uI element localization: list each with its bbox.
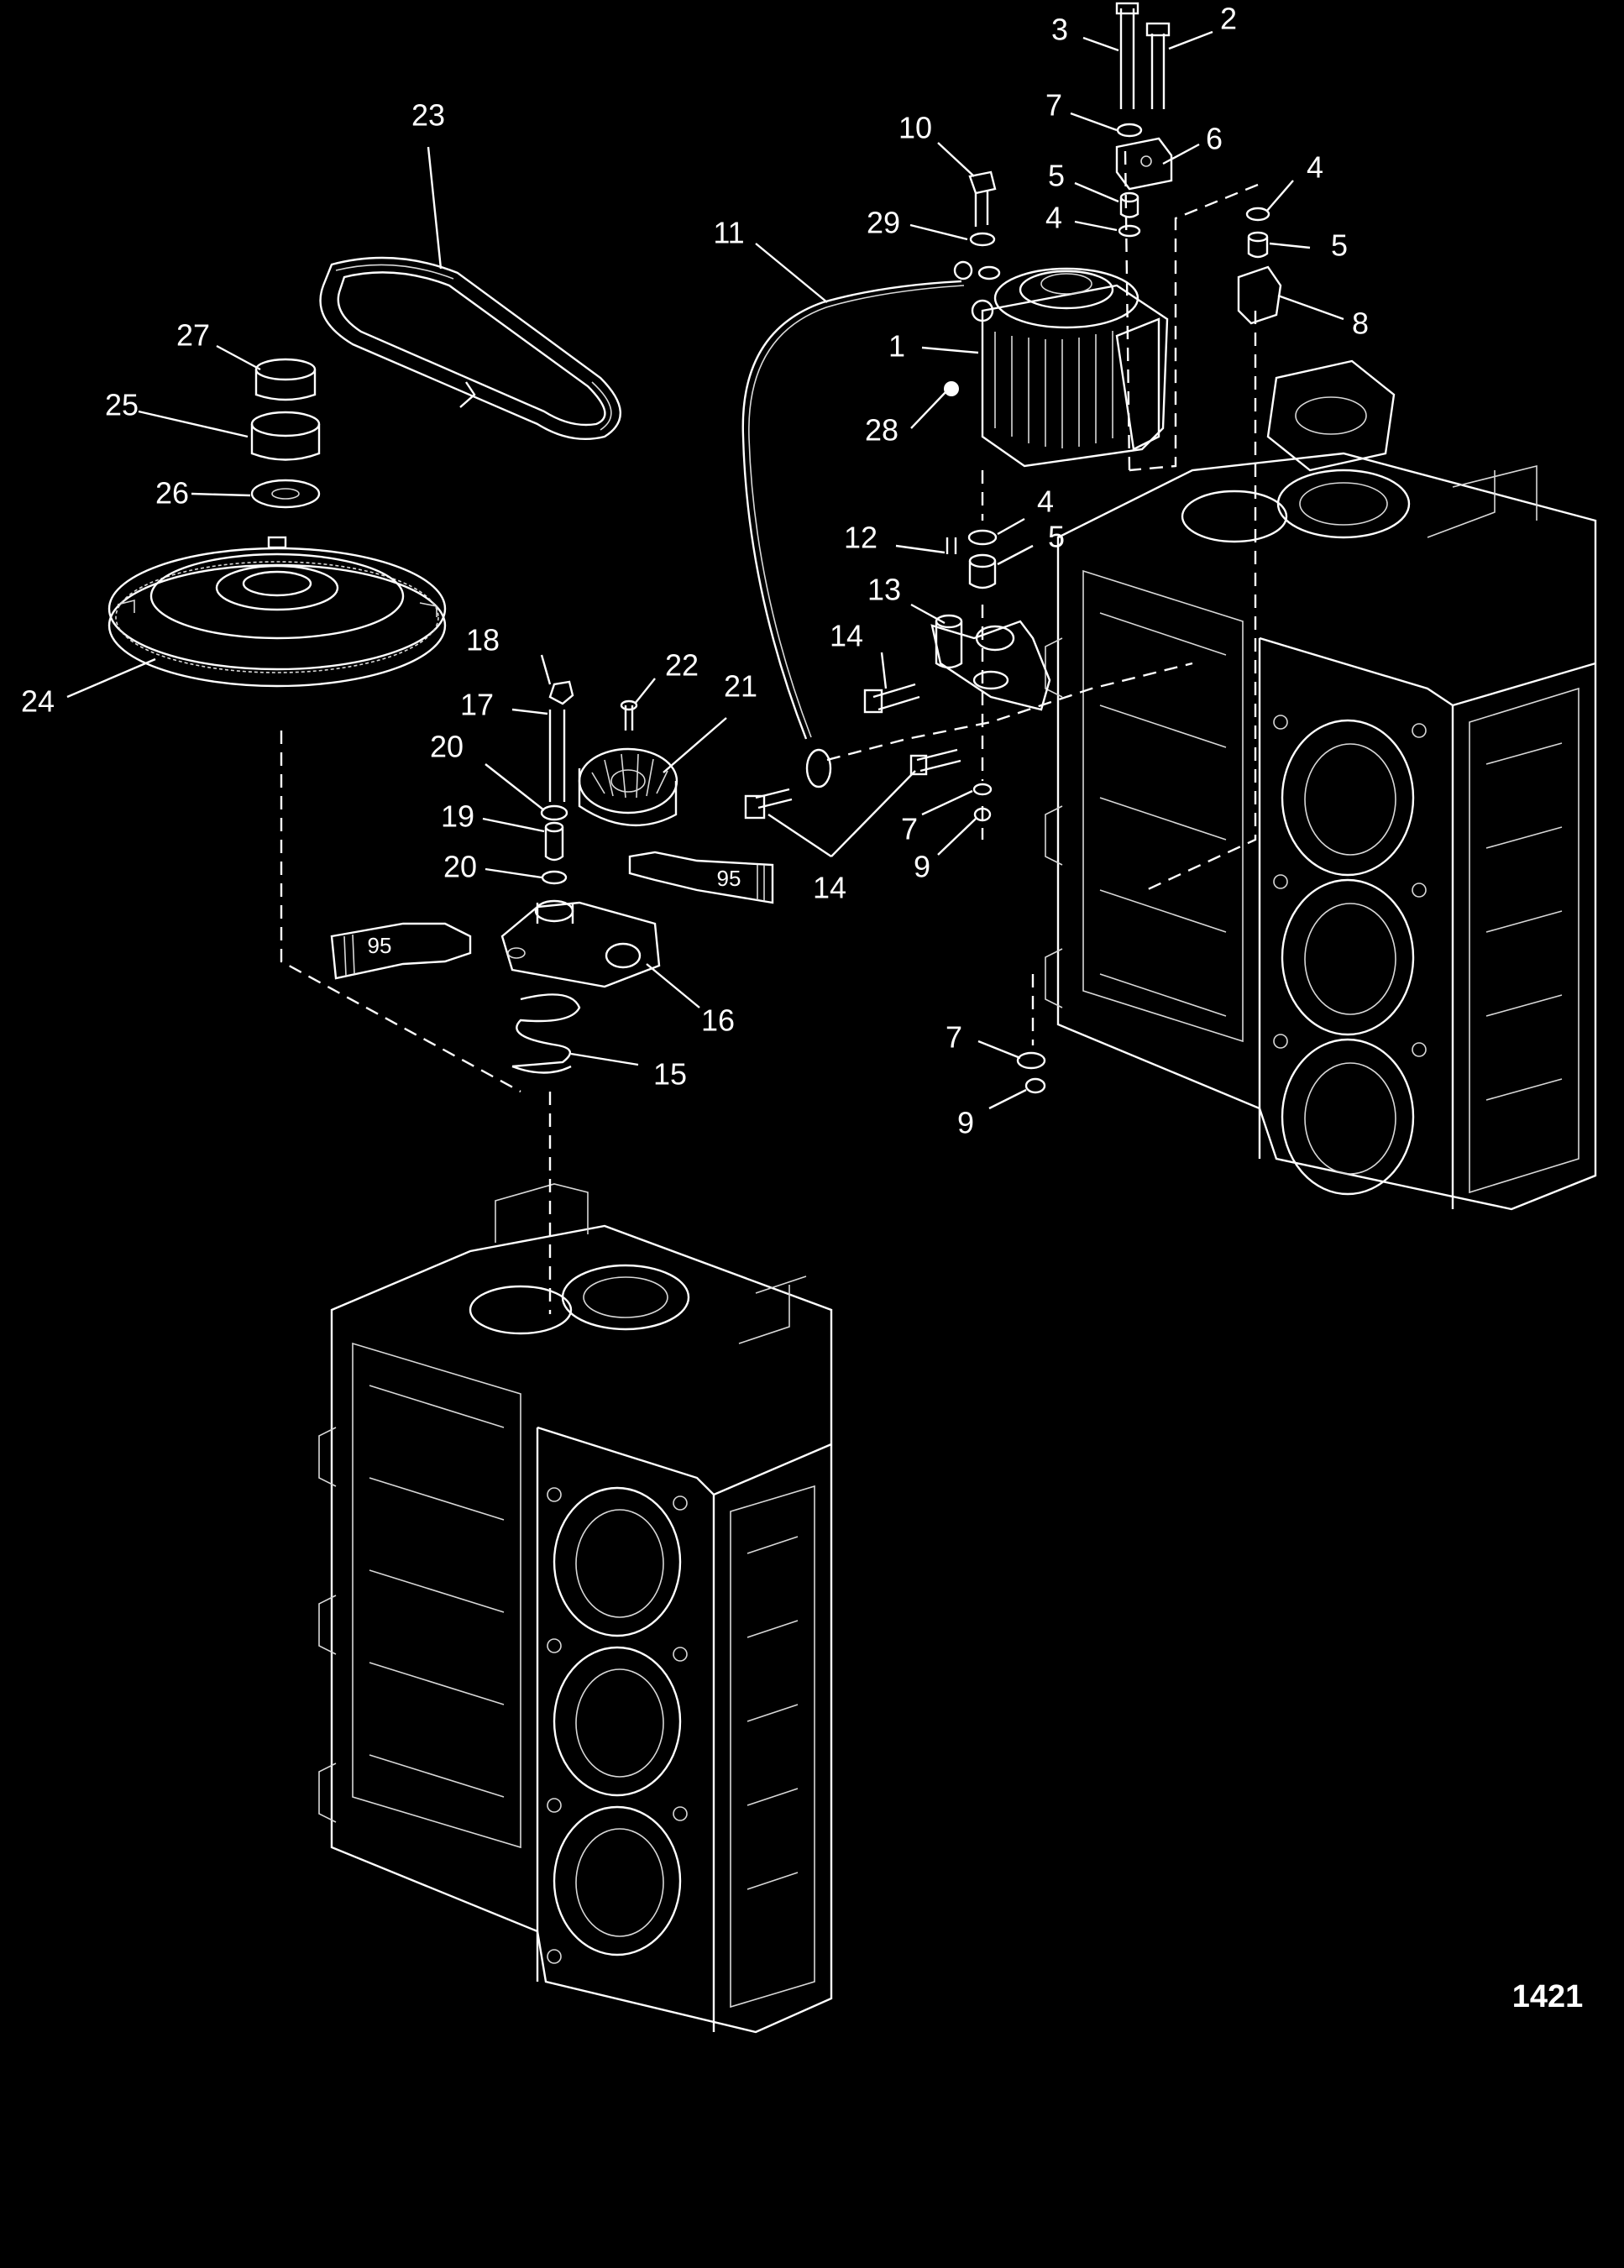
top-hardware	[968, 2, 1173, 247]
grease-tube-right: 95	[628, 851, 774, 904]
engine-block-upper	[1045, 359, 1597, 1211]
tensioner-stack	[500, 680, 661, 1074]
callout-5-top: 5	[1048, 159, 1065, 193]
callout-15: 15	[653, 1057, 687, 1092]
grease-tube-right-label: 95	[717, 866, 741, 891]
callout-14-lower: 14	[813, 871, 846, 905]
callout-16: 16	[701, 1003, 735, 1038]
callout-18: 18	[466, 623, 500, 657]
callout-19: 19	[441, 799, 474, 834]
callout-4-right: 4	[1307, 150, 1323, 185]
callout-29: 29	[867, 206, 900, 240]
callout-7-low: 7	[946, 1020, 962, 1055]
engine-block-lower	[318, 1183, 833, 2034]
callout-labels: 1 2 3 4 4 4 5 5 5 6 7 7 7 8 9 9 10 11 12…	[21, 2, 1583, 2015]
callout-7-top: 7	[1045, 88, 1062, 123]
alignment-lines	[280, 150, 1259, 1314]
callout-12: 12	[844, 521, 877, 555]
hub-parts	[250, 358, 321, 509]
callout-28: 28	[865, 413, 898, 448]
callout-3: 3	[1051, 13, 1068, 47]
callout-4-top: 4	[1045, 201, 1062, 235]
callout-23: 23	[411, 98, 445, 133]
callout-25: 25	[105, 388, 139, 422]
callout-4-mid: 4	[1037, 485, 1054, 519]
callout-26: 26	[155, 476, 189, 511]
callout-5-mid: 5	[1048, 520, 1065, 554]
callout-9-mid: 9	[914, 850, 930, 884]
callout-2: 2	[1220, 2, 1237, 36]
callout-11: 11	[713, 216, 744, 250]
idler-pulley	[578, 699, 678, 827]
callout-1: 1	[888, 329, 905, 364]
callout-13: 13	[867, 573, 901, 607]
callout-5-right: 5	[1331, 228, 1348, 263]
callout-9-low: 9	[957, 1106, 974, 1140]
grease-tube-left: 95	[330, 922, 472, 980]
callout-27: 27	[176, 318, 210, 353]
callout-6: 6	[1206, 122, 1223, 156]
right-bracket-hardware	[1237, 207, 1282, 325]
callout-14-upper: 14	[830, 619, 863, 653]
callout-24: 24	[21, 684, 55, 719]
callout-22: 22	[665, 648, 699, 683]
callout-20-lower: 20	[443, 850, 477, 884]
callout-8: 8	[1352, 306, 1369, 341]
figure-number: 1421	[1512, 1979, 1584, 2014]
bracket-assembly	[744, 529, 1051, 1094]
callout-7-mid: 7	[901, 812, 918, 846]
callout-21: 21	[724, 669, 757, 704]
flywheel	[107, 536, 447, 688]
callout-20-upper: 20	[430, 730, 464, 764]
callout-10: 10	[898, 111, 932, 145]
grease-tube-left-label: 95	[368, 933, 392, 958]
callout-17: 17	[460, 688, 494, 722]
ground-cable	[741, 260, 1001, 788]
alternator	[944, 267, 1169, 468]
leader-lines	[66, 30, 1344, 1110]
drive-belt	[319, 256, 621, 441]
